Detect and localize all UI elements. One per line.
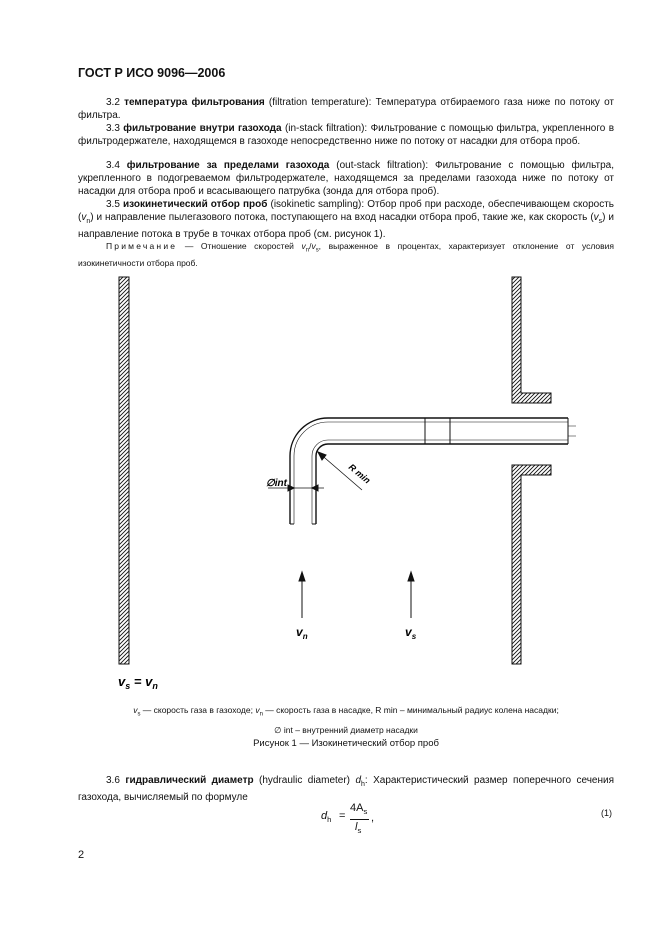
definition: Характеристический размер поперечного се… [78, 775, 615, 803]
diameter-label: ∅int [266, 478, 288, 489]
formula-denominator: ls [355, 821, 362, 836]
term-english: (in-stack filtration): [284, 123, 368, 134]
subscript-n: n [259, 711, 263, 718]
formula-tail: , [371, 812, 375, 824]
duct-wall-left [118, 276, 130, 665]
section-3-3: 3.3 фильтрование внутри газохода (in-sta… [78, 122, 614, 148]
formula-lhs: dh [321, 810, 332, 825]
duct-wall-right-lower [511, 464, 552, 665]
section-number: 3.3 [106, 123, 120, 134]
definition: Фильтрование с помощью фильтра, укреплен… [78, 123, 615, 147]
term: изокинетический отбор проб [122, 199, 268, 210]
velocity-label-nozzle: vn [296, 625, 308, 641]
section-number: 3.2 [106, 97, 120, 108]
section-3-5: 3.5 изокинетический отбор проб (isokinet… [78, 198, 614, 241]
note-text: — Отношение скоростей [184, 241, 302, 251]
symbol-d: d [355, 775, 361, 786]
symbol-v: v [593, 212, 599, 223]
figure-legend: vs — скорость газа в газоходе; vn — скор… [78, 703, 614, 738]
formula-equals: = [339, 810, 346, 822]
term-english: (hydraulic diameter) [259, 775, 351, 786]
term-english: (filtration temperature): [268, 97, 372, 108]
radius-label: R min [347, 462, 373, 486]
term-english: (out-stack filtration): [336, 160, 429, 171]
subscript-s: s [137, 711, 141, 718]
figure-caption: Рисунок 1 — Изокинетический отбор проб [253, 738, 439, 749]
legend-line: ∅ int – внутренний диаметр насадки [274, 724, 418, 735]
legend-text: — скорость газа в газоходе; [140, 705, 256, 715]
formula-1: dh = 4As ls , (1) [0, 800, 661, 840]
fraction-bar [350, 819, 369, 820]
formula-numerator: 4As [350, 802, 368, 817]
legend-line: vs — скорость газа в газоходе; vn — скор… [78, 703, 614, 723]
definition-part: ) и направление пылегазового потока, пос… [90, 212, 594, 223]
definition-part: ) и направление потока в трубе в точках … [78, 212, 614, 240]
colon: : [364, 775, 368, 786]
duct-wall-right-upper [511, 276, 552, 404]
document-header: ГОСТ Р ИСО 9096—2006 [78, 66, 226, 80]
symbol-v: v [81, 212, 87, 223]
definition: Температура отбираемого газа ниже по пот… [78, 97, 615, 121]
section-number: 3.4 [106, 160, 120, 171]
isokinetic-condition-label: vs = vn [118, 674, 158, 691]
legend-text: — скорость газа в насадке, R min – миним… [262, 705, 559, 715]
section-3-4: 3.4 фильтрование за пределами газохода (… [78, 159, 614, 198]
section-3-2: 3.2 температура фильтрования (filtration… [78, 96, 614, 122]
section-3-6: 3.6 гидравлический диаметр (hydraulic di… [78, 774, 614, 804]
slash: / [309, 241, 312, 251]
section-number: 3.6 [106, 775, 120, 786]
symbol-v: v [301, 241, 306, 251]
definition-part: Отбор проб при расходе, обеспечивающем с… [78, 199, 615, 223]
isokinetic-sampling-figure: ∅int R min vn vs vs = vn [118, 276, 576, 691]
radius-dimension [316, 451, 363, 491]
flow-arrow-duct [407, 570, 415, 618]
term: гидравлический диаметр [125, 775, 254, 786]
note-text: , выраженное в процентах, характеризует … [78, 241, 614, 268]
term-english: (isokinetic sampling): [270, 199, 365, 210]
formula-number: (1) [601, 808, 612, 818]
page-number: 2 [78, 849, 85, 861]
term: фильтрование внутри газохода [123, 123, 282, 134]
subscript-s: s [315, 247, 319, 254]
section-number: 3.5 [106, 199, 120, 210]
diameter-dimension [268, 484, 324, 492]
symbol-v: v [255, 705, 260, 715]
subscript-n: n [86, 218, 91, 225]
velocity-label-duct: vs [405, 625, 417, 641]
subscript-n: n [305, 247, 310, 254]
term: температура фильтрования [124, 97, 265, 108]
term: фильтрование за пределами газохода [126, 160, 330, 171]
flow-arrow-nozzle [298, 570, 306, 618]
subscript-h: h [361, 781, 365, 788]
subscript-s: s [598, 218, 603, 225]
note-label: Примечание [106, 241, 178, 251]
note: Примечание — Отношение скоростей vn/vs, … [78, 240, 614, 269]
symbol-v: v [133, 705, 138, 715]
symbol-v: v [311, 241, 316, 251]
definition: Фильтрование с помощью фильтра, укреплен… [78, 160, 615, 197]
